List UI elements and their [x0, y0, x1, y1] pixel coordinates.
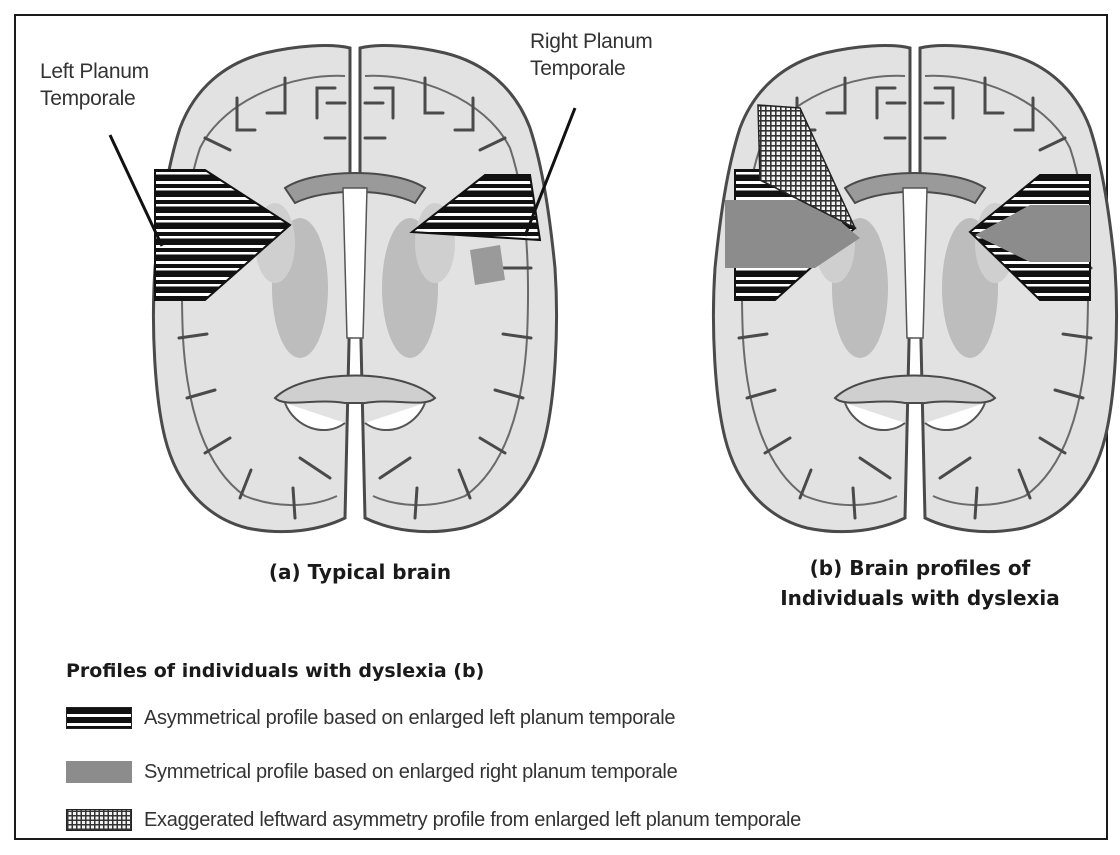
legend-text-exaggerated: Exaggerated leftward asymmetry profile f…	[144, 809, 801, 832]
crosshatch-swatch-icon	[66, 809, 132, 831]
left-planum-label: Left Planum Temporale	[40, 58, 149, 112]
legend-item-exaggerated: Exaggerated leftward asymmetry profile f…	[66, 805, 801, 835]
brain-dyslexia	[713, 46, 1116, 532]
legend-item-symmetrical: Symmetrical profile based on enlarged ri…	[66, 757, 677, 787]
left-planum-line1: Left Planum	[40, 58, 149, 85]
caption-b-line1: (b) Brain profiles of	[740, 553, 1100, 583]
legend-title: Profiles of individuals with dyslexia (b…	[66, 660, 484, 682]
right-planum-line2: Temporale	[530, 55, 652, 82]
gray-swatch-icon	[66, 761, 132, 783]
caption-b: (b) Brain profiles of Individuals with d…	[740, 553, 1100, 613]
right-planum-label: Right Planum Temporale	[530, 28, 652, 82]
brain-typical	[153, 46, 556, 532]
right-planum-line1: Right Planum	[530, 28, 652, 55]
legend-text-symmetrical: Symmetrical profile based on enlarged ri…	[144, 761, 677, 784]
caption-b-line2: Individuals with dyslexia	[740, 583, 1100, 613]
legend-text-asymmetrical: Asymmetrical profile based on enlarged l…	[144, 707, 675, 730]
caption-a: (a) Typical brain	[230, 557, 490, 587]
stripe-swatch-icon	[66, 707, 132, 729]
left-planum-line2: Temporale	[40, 85, 149, 112]
legend-item-asymmetrical: Asymmetrical profile based on enlarged l…	[66, 703, 675, 733]
